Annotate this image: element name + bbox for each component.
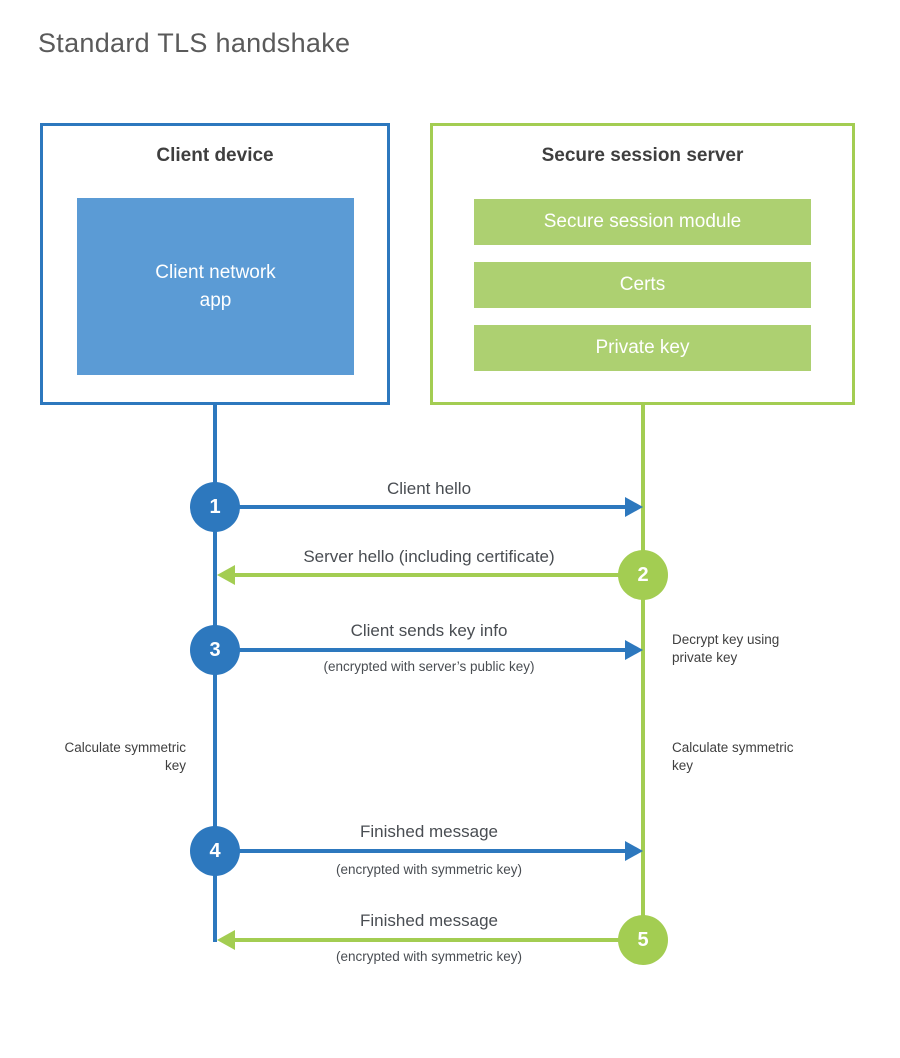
secure-session-server-title: Secure session server bbox=[541, 145, 744, 166]
message-5-arrowhead-icon bbox=[217, 930, 235, 950]
message-2-arrow bbox=[235, 573, 643, 577]
message-4-sublabel: (encrypted with symmetric key) bbox=[335, 862, 523, 877]
server-module-private-key: Private key bbox=[474, 325, 811, 371]
step-circle-2: 2 bbox=[618, 550, 668, 600]
message-3-arrow bbox=[215, 648, 625, 652]
step-circle-5: 5 bbox=[618, 915, 668, 965]
step-circle-3: 3 bbox=[190, 625, 240, 675]
client-device-title: Client device bbox=[156, 145, 274, 166]
message-1-arrowhead-icon bbox=[625, 497, 643, 517]
message-4-arrow bbox=[215, 849, 625, 853]
message-3-arrowhead-icon bbox=[625, 640, 643, 660]
server-calculate-symmetric-key-note: Calculate symmetric key bbox=[672, 740, 794, 774]
client-device-box: Client device Client network app bbox=[40, 123, 390, 405]
server-lifeline bbox=[641, 405, 645, 942]
step-circle-1: 1 bbox=[190, 482, 240, 532]
server-module-certs: Certs bbox=[474, 262, 811, 308]
message-5-label: Finished message bbox=[360, 911, 498, 930]
client-network-app-box: Client network app bbox=[77, 198, 354, 375]
message-3-sublabel: (encrypted with server’s public key) bbox=[323, 659, 535, 674]
message-4-arrowhead-icon bbox=[625, 841, 643, 861]
secure-session-server-box: Secure session server Secure session mod… bbox=[430, 123, 855, 405]
page-title: Standard TLS handshake bbox=[38, 28, 351, 58]
server-module-secure-session: Secure session module bbox=[474, 199, 811, 245]
client-calculate-symmetric-key-note: Calculate symmetric key bbox=[64, 740, 186, 774]
message-5-sublabel: (encrypted with symmetric key) bbox=[335, 949, 523, 964]
step-circle-4: 4 bbox=[190, 826, 240, 876]
decrypt-key-note: Decrypt key using private key bbox=[672, 632, 780, 666]
message-1-arrow bbox=[215, 505, 625, 509]
message-2-label: Server hello (including certificate) bbox=[303, 547, 555, 566]
message-3-label: Client sends key info bbox=[350, 621, 508, 640]
message-5-arrow bbox=[235, 938, 643, 942]
message-2-arrowhead-icon bbox=[217, 565, 235, 585]
message-4-label: Finished message bbox=[360, 822, 498, 841]
message-1-label: Client hello bbox=[386, 479, 472, 498]
